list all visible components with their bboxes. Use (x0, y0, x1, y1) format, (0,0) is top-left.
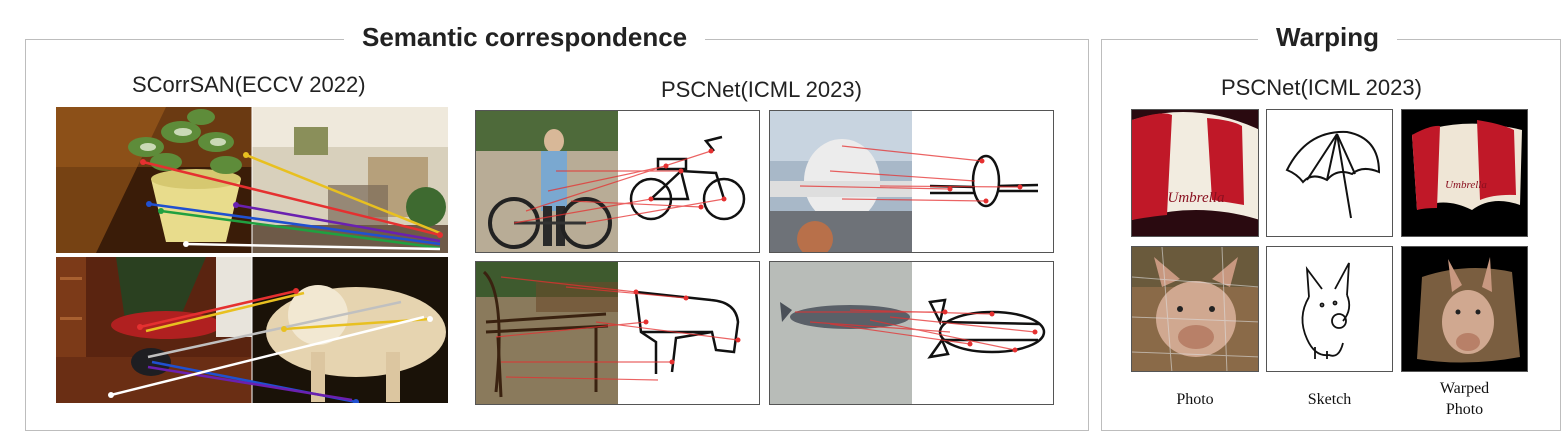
semantic-correspondence-title: Semantic correspondence (344, 22, 706, 52)
pscnet-correspondence-label: PSCNet(ICML 2023) (661, 77, 862, 102)
scorrsan-plant-pair (56, 107, 448, 253)
caption-photo: Photo (1176, 391, 1214, 408)
pscnet-bench-pair (475, 261, 760, 405)
umbrella-sketch (1266, 109, 1393, 237)
pig-warped-photo (1401, 246, 1528, 372)
scorrsan-animal-pair (56, 257, 448, 403)
caption-warped-line2: Photo (1445, 401, 1484, 418)
pscnet-airplane-pair (769, 110, 1054, 253)
pig-sketch (1266, 246, 1393, 372)
caption-warped-line1: Warped (1439, 380, 1490, 397)
pscnet-blimp-pair (769, 261, 1054, 405)
pig-photo (1131, 246, 1259, 372)
umbrella-brand-text: Umbrella (1168, 190, 1225, 206)
umbrella-warped-photo: Umbrella (1401, 109, 1528, 237)
scorrsan-label: SCorrSAN(ECCV 2022) (132, 72, 366, 97)
warping-title: Warping (1258, 22, 1398, 52)
umbrella-photo: Umbrella (1131, 109, 1259, 237)
warped-umbrella-brand-text: Umbrella (1445, 179, 1487, 191)
pscnet-warping-label: PSCNet(ICML 2023) (1221, 75, 1422, 100)
pscnet-bicycle-pair (475, 110, 760, 253)
caption-sketch: Sketch (1307, 391, 1352, 408)
